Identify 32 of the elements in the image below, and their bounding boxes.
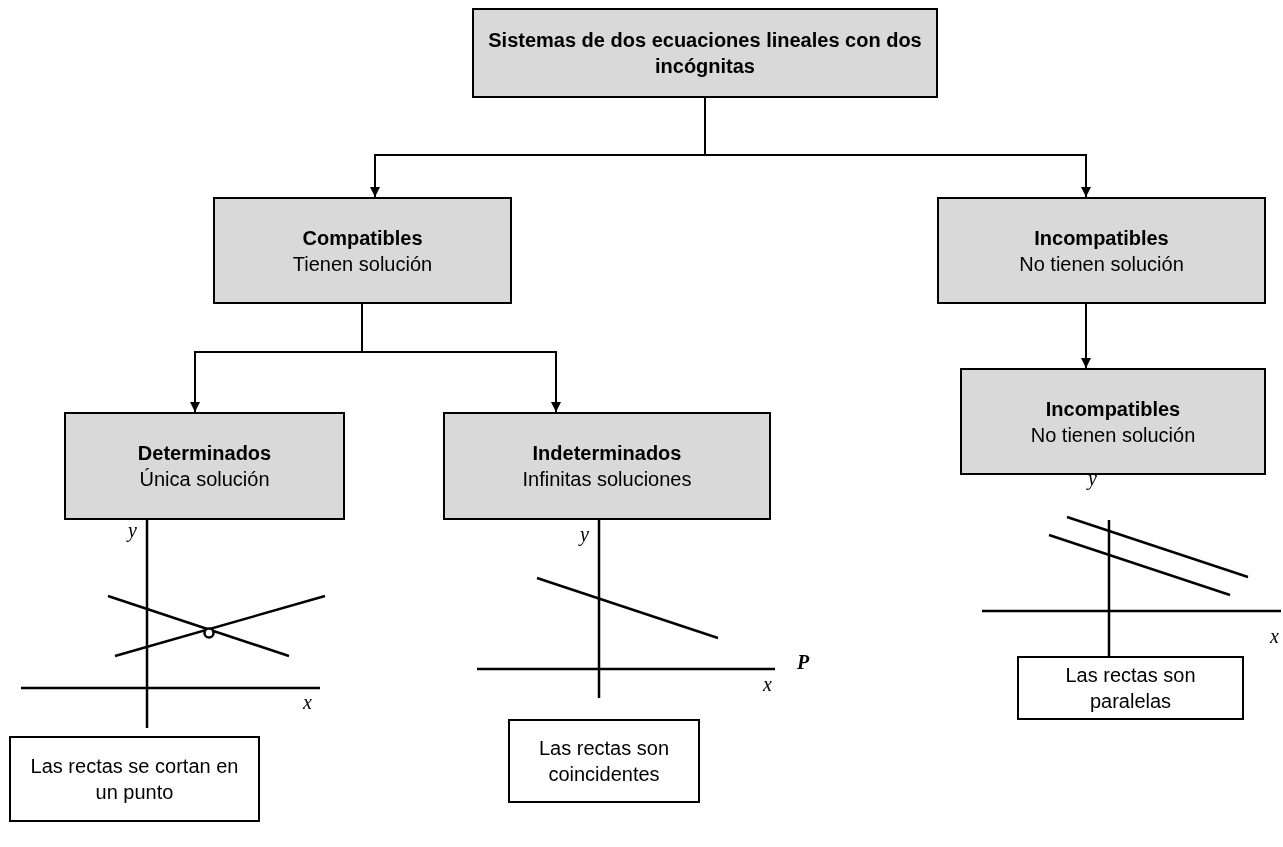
box-heading: Incompatibles: [1034, 225, 1169, 251]
category-box: [213, 197, 512, 304]
arrow: [361, 303, 561, 413]
box-text: Las rectas son paralelas: [1064, 663, 1197, 714]
category-box: [472, 8, 938, 98]
box-heading: Indeterminados: [532, 441, 682, 466]
box-heading: Determinados: [137, 441, 272, 466]
box-text: Las rectas son coincidentes: [537, 736, 671, 787]
box-text: Las rectas se cortan en un punto: [29, 754, 240, 805]
box-heading: Incompatibles: [1045, 396, 1181, 422]
box-text: Infinitas soluciones: [522, 467, 692, 492]
arrow: [1081, 303, 1091, 369]
point-label: P: [797, 652, 810, 672]
box-text: No tienen solución: [1019, 251, 1184, 277]
category-box: [64, 412, 345, 520]
axis-label: x: [303, 692, 312, 712]
axis-label: x: [1270, 626, 1279, 646]
note-box: [508, 719, 700, 803]
axis-label: y: [580, 524, 589, 544]
note-box: [1017, 656, 1244, 720]
note-box: [9, 736, 260, 822]
box-heading: Sistemas de dos ecuaciones lineales con dos incógnitas: [487, 28, 923, 79]
category-box: [937, 197, 1266, 304]
category-box: [443, 412, 771, 520]
box-text: Única solución: [139, 467, 270, 492]
axis-label: y: [128, 520, 137, 540]
box-heading: Compatibles: [302, 225, 423, 251]
axis-label: y: [1088, 468, 1097, 488]
box-text: Tienen solución: [292, 251, 433, 277]
axis-label: x: [763, 674, 772, 694]
category-box: [960, 368, 1266, 475]
box-text: No tienen solución: [1030, 422, 1196, 448]
